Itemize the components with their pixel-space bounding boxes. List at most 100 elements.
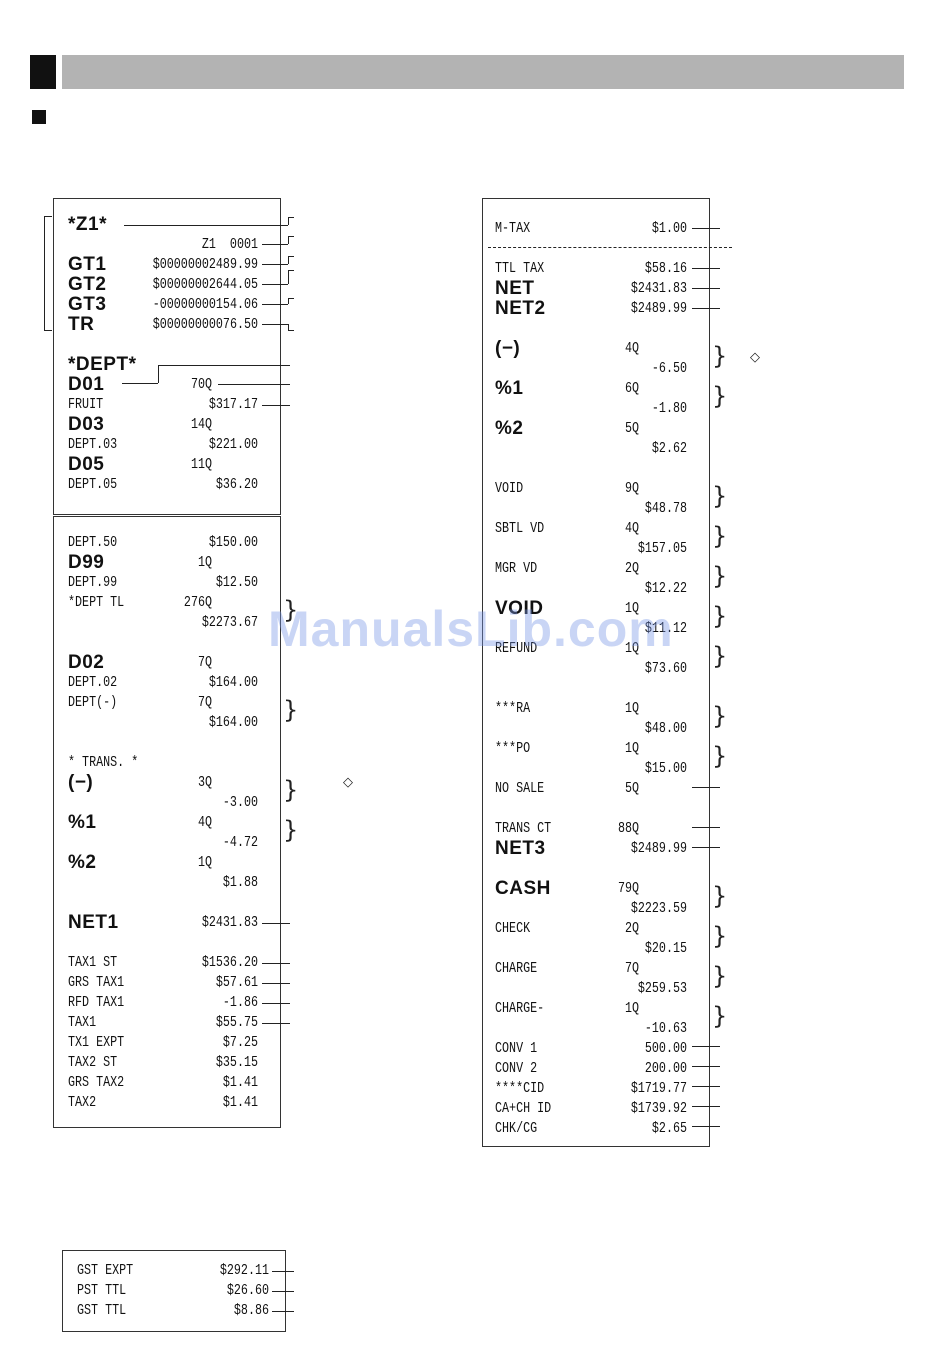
receipt-line-quantity: 1Q [197,554,212,571]
receipt-line [54,335,280,355]
receipt-line-quantity: 4Q [624,340,639,357]
receipt-line-amount: $292.11 [219,1262,269,1279]
receipt-line-label: %1 [68,812,97,833]
receipt-line: $2273.67 [54,613,280,633]
receipt-line-quantity: 70Q [190,376,212,393]
receipt-line: ****CID $1719.77 [483,1079,709,1099]
receipt-line: * TRANS. * [54,753,280,773]
receipt-line-label: DEPT.05 [68,476,118,493]
receipt-line-amount: $1739.92 [630,1100,687,1117]
leader-line [288,217,289,225]
leader-line [262,244,288,245]
receipt-line-amount: $1.41 [222,1094,258,1111]
receipt-line-label: DEPT.99 [68,574,118,591]
receipt-line-amount: $00000002644.05 [152,276,258,293]
receipt-line-label: ***PO [495,740,531,757]
receipt-line-amount: $11.12 [644,620,687,637]
receipt-line: $1.88 [54,873,280,893]
receipt-line-amount: $1.41 [222,1074,258,1091]
receipt-line-label: D05 [68,454,105,475]
watermark-text: ManualsLib.com [268,601,674,657]
receipt-line-label: CHARGE [495,960,538,977]
receipt-line: NET3$2489.99 [483,839,709,859]
receipt-line-label: NET3 [495,838,546,859]
leader-line [272,1271,294,1272]
leader-line [218,384,290,385]
brace-icon: } [283,696,299,724]
receipt-line: TAX1 ST$1536.20 [54,953,280,973]
receipt-line: $48.78 [483,499,709,519]
receipt-line: $259.53 [483,979,709,999]
receipt-line-quantity: 14Q [190,416,212,433]
receipt-line-amount: 500.00 [644,1040,687,1057]
receipt-line: TR$00000000076.50 [54,315,280,335]
receipt-line-amount: $7.25 [222,1034,258,1051]
receipt-line-quantity: 276Q [183,594,212,611]
receipt-line-label: TAX2 [68,1094,97,1111]
receipt-line-label: TRANS CT [495,820,552,837]
receipt-line: TAX2 $1.41 [54,1093,280,1113]
receipt-line-label: ****CID [495,1080,545,1097]
receipt-line: DEPT.99$12.50 [54,573,280,593]
receipt-line: TTL TAX$58.16 [483,259,709,279]
dashed-separator [488,247,732,248]
receipt-line-quantity: 5Q [624,780,639,797]
receipt-line: *DEPT* [54,355,280,375]
brace-icon: } [712,382,728,410]
receipt-line-amount: $48.00 [644,720,687,737]
receipt-line [483,459,709,479]
receipt-line-amount: $20.15 [644,940,687,957]
receipt-line-label: MGR VD [495,560,538,577]
receipt-line-amount: $36.20 [215,476,258,493]
brace-icon: } [712,602,728,630]
receipt-line: (−)3Q [54,773,280,793]
brace-icon: } [712,562,728,590]
receipt-line-amount: -4.72 [222,834,258,851]
receipt-line: DEPT(-)7Q [54,693,280,713]
receipt-line-amount: $259.53 [637,980,687,997]
leader-line [288,236,289,244]
receipt-line: RFD TAX1-1.86 [54,993,280,1013]
receipt-line: GRS TAX1$57.61 [54,973,280,993]
receipt-line-quantity: 1Q [624,1000,639,1017]
receipt-line-amount: -00000000154.06 [152,296,258,313]
receipt-line-quantity: 1Q [624,740,639,757]
receipt-line: NET2$2489.99 [483,299,709,319]
leader-line [262,1023,290,1024]
brace-icon: } [712,702,728,730]
receipt-line-label: %2 [68,852,97,873]
receipt-line-amount: -1.86 [222,994,258,1011]
receipt-line-label: CHARGE- [495,1000,545,1017]
leader-line [288,236,294,237]
receipt-line-amount: $2.62 [651,440,687,457]
receipt-line-label: CHK/CG [495,1120,538,1137]
receipt-line [54,733,280,753]
leader-line [262,923,290,924]
receipt-line: CHK/CG$2.65 [483,1119,709,1139]
receipt-line-quantity: 9Q [624,480,639,497]
receipt-line-label: ***RA [495,700,531,717]
receipt-line-label: REFUND [495,640,538,657]
receipt-line-amount: 200.00 [644,1060,687,1077]
receipt-line-label: CHECK [495,920,531,937]
leader-line [692,1086,720,1087]
receipt-line: ***PO 1Q [483,739,709,759]
receipt-line-amount: $57.61 [215,974,258,991]
brace-icon: } [712,1002,728,1030]
receipt-line-amount: $35.15 [215,1054,258,1071]
receipt-line-amount: $1719.77 [630,1080,687,1097]
receipt-line: GST TTL$8.86 [63,1301,285,1321]
leader-line [692,847,720,848]
leader-line [262,264,288,265]
receipt-line-amount: $1.88 [222,874,258,891]
receipt-line-label: NET [495,278,535,299]
receipt-line-amount: $221.00 [208,436,258,453]
